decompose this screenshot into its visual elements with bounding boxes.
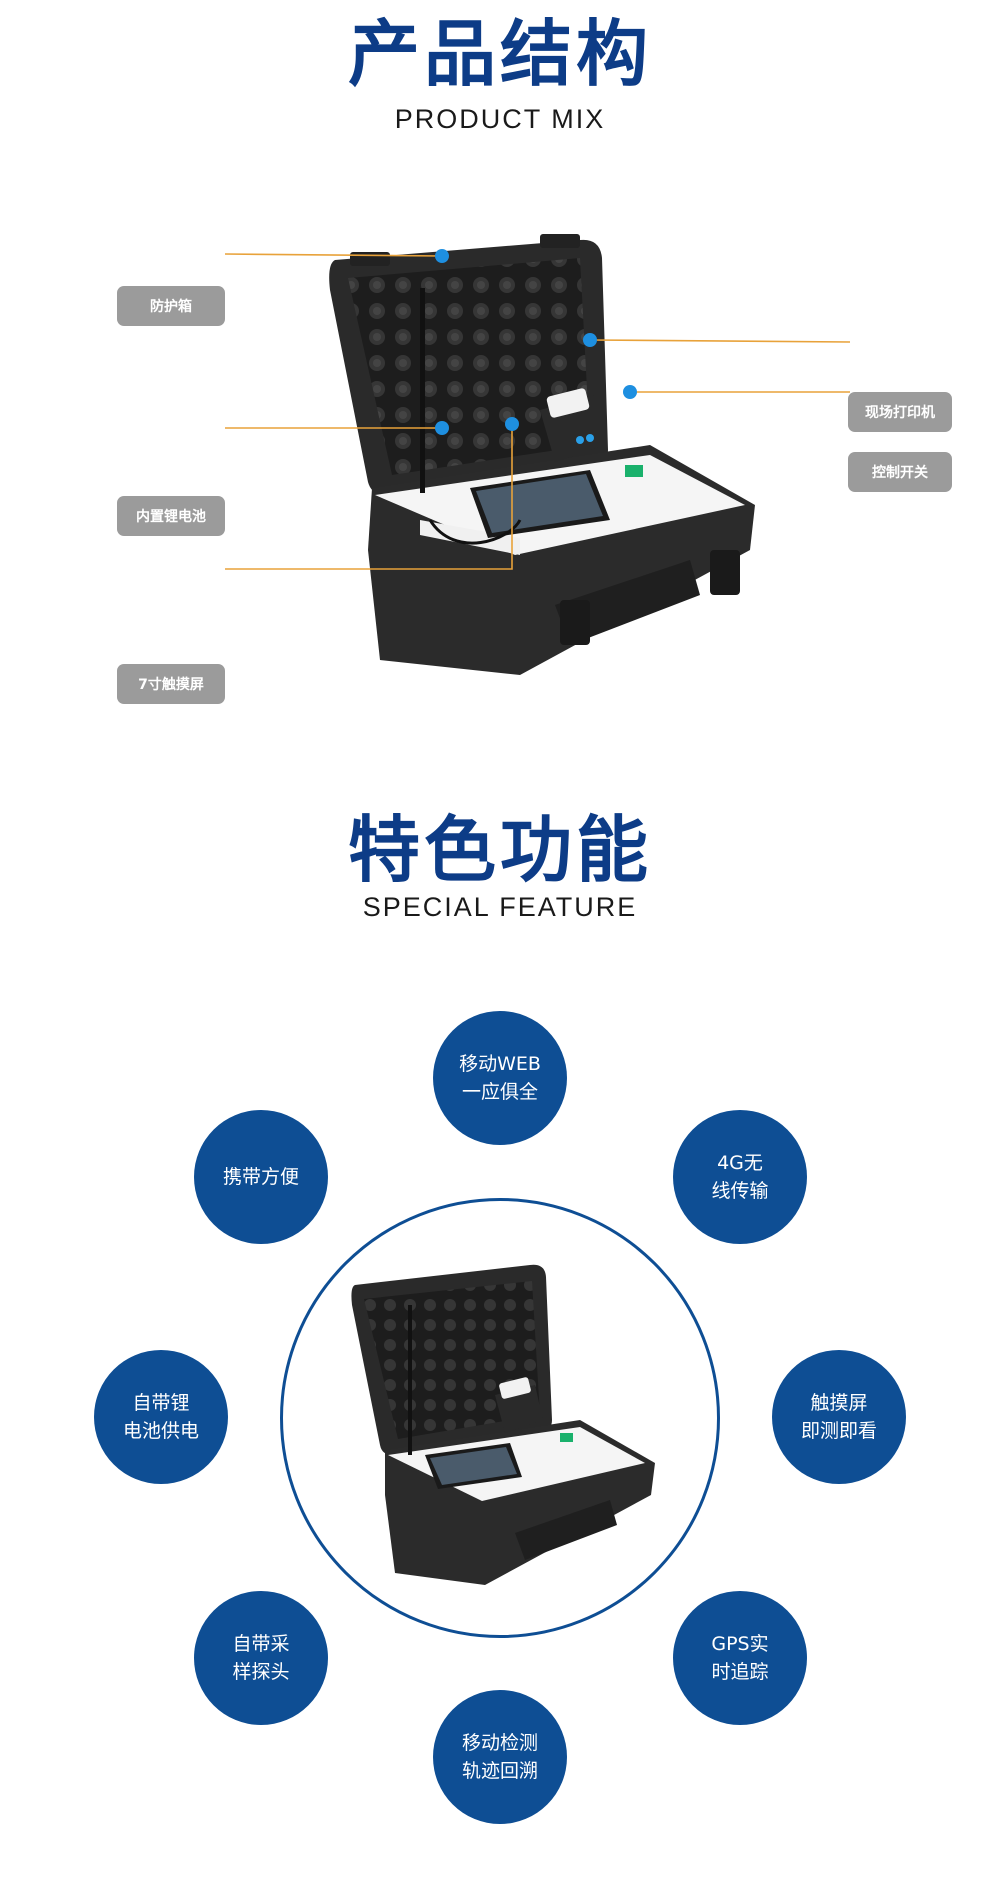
feature-lithium-battery: 自带锂 电池供电 — [94, 1350, 228, 1484]
callout-protective-case: 防护箱 — [117, 286, 225, 326]
feature-gps-tracking: GPS实 时追踪 — [673, 1591, 807, 1725]
callout-lithium-battery: 内置锂电池 — [117, 496, 225, 536]
feature-trajectory-line2: 轨迹回溯 — [461, 1760, 538, 1782]
feature-touchscreen-line1: 触摸屏 — [810, 1392, 868, 1414]
feature-gps-line2: 时追踪 — [711, 1661, 769, 1683]
feature-trajectory-playback: 移动检测 轨迹回溯 — [433, 1690, 567, 1824]
feature-probe-line1: 自带采 — [232, 1633, 290, 1655]
feature-touchscreen-line2: 即测即看 — [800, 1420, 877, 1442]
feature-gps-line1: GPS实 — [711, 1633, 769, 1655]
product-illustration-main — [224, 234, 851, 675]
feature-4g-wireless: 4G无 线传输 — [673, 1110, 807, 1244]
section-title-product-structure: 产品结构 — [347, 12, 652, 96]
feature-portable-line1: 携带方便 — [222, 1166, 299, 1188]
feature-mobile-web-line2: 一应俱全 — [461, 1081, 538, 1103]
feature-battery-line2: 电池供电 — [122, 1420, 199, 1442]
callout-printer: 现场打印机 — [848, 392, 952, 432]
feature-trajectory-line1: 移动检测 — [461, 1732, 538, 1754]
feature-4g-line1: 4G无 — [717, 1152, 763, 1174]
feature-probe-line2: 样探头 — [232, 1661, 290, 1683]
feature-mobile-web-line1: 移动WEB — [459, 1053, 541, 1075]
section-title-special-feature: 特色功能 — [347, 808, 652, 892]
feature-touchscreen: 触摸屏 即测即看 — [772, 1350, 906, 1484]
section-subtitle-product-mix: PRODUCT MIX — [394, 104, 606, 134]
product-illustration-center — [351, 1264, 655, 1585]
callout-control-switch: 控制开关 — [848, 452, 952, 492]
feature-portable: 携带方便 — [194, 1110, 328, 1244]
feature-battery-line1: 自带锂 — [132, 1392, 190, 1414]
section-subtitle-special-feature: SPECIAL FEATURE — [362, 892, 638, 922]
callout-touchscreen: 7寸触摸屏 — [117, 664, 225, 704]
feature-sampling-probe: 自带采 样探头 — [194, 1591, 328, 1725]
feature-4g-line2: 线传输 — [711, 1180, 769, 1202]
feature-mobile-web: 移动WEB 一应俱全 — [433, 1011, 567, 1145]
